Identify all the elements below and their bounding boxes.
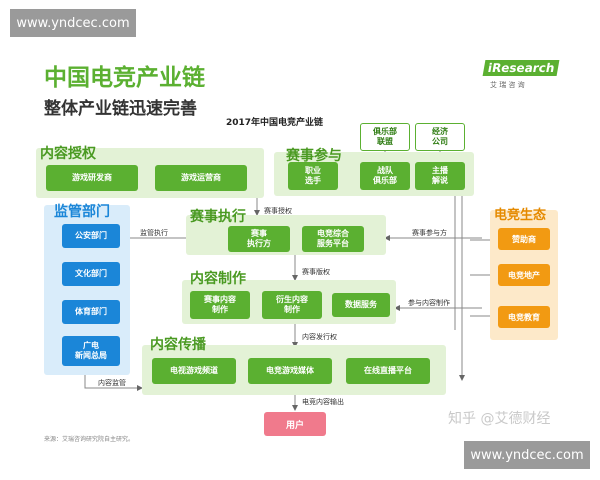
culture-dept-box: 文化部门 (62, 262, 120, 286)
sponsor-box: 赞助商 (498, 228, 550, 250)
regulators-title: 监管部门 (54, 204, 110, 220)
watermark-top: www.yndcec.com (10, 9, 136, 37)
label-supervise-execution: 监管执行 (140, 229, 168, 237)
sarft-box: 广电 新闻总局 (62, 336, 120, 366)
streamer-caster-box: 主播 解说 (415, 162, 465, 190)
source-note: 来源：艾瑞咨询研究院自主研究。 (44, 436, 135, 443)
label-content-supervision: 内容监管 (98, 379, 126, 387)
iresearch-logo: iResearch 艾 瑞 咨 询 (480, 58, 560, 94)
esports-education-box: 电竞教育 (498, 306, 550, 328)
credit-text: 知乎 @艾德财经 (448, 411, 551, 427)
public-security-box: 公安部门 (62, 224, 120, 248)
ecosystem-title: 电竞生态 (494, 208, 547, 223)
production-title: 内容制作 (190, 271, 246, 287)
esports-service-platform-box: 电竞综合 服务平台 (302, 226, 364, 252)
club-alliance-box: 俱乐部 联盟 (360, 123, 410, 151)
distribution-title: 内容传播 (150, 337, 206, 353)
derivative-content-box: 衍生内容 制作 (262, 291, 322, 319)
sports-dept-box: 体育部门 (62, 300, 120, 324)
watermark-bottom: www.yndcec.com (464, 441, 590, 469)
esports-real-estate-box: 电竞地产 (498, 264, 550, 286)
event-content-production-box: 赛事内容 制作 (190, 291, 250, 319)
data-service-box: 数据服务 (332, 293, 390, 317)
label-event-rights: 赛事版权 (302, 268, 330, 276)
event-executor-box: 赛事 执行方 (228, 226, 290, 252)
content-license-title: 内容授权 (40, 146, 96, 162)
pro-player-box: 职业 选手 (288, 162, 338, 190)
team-club-box: 战队 俱乐部 (360, 162, 410, 190)
chart-title: 2017年中国电竞产业链 (226, 118, 324, 128)
tv-game-channel-box: 电视游戏频道 (152, 358, 236, 384)
label-participants: 赛事参与方 (412, 229, 447, 237)
label-content-output: 电竞内容输出 (302, 398, 344, 406)
page-subtitle: 整体产业链迅速完善 (44, 99, 197, 119)
participation-title: 赛事参与 (286, 148, 342, 164)
label-participate-production: 参与内容制作 (408, 299, 450, 307)
game-operator-box: 游戏运营商 (155, 165, 247, 191)
game-developer-box: 游戏研发商 (46, 165, 138, 191)
live-streaming-platform-box: 在线直播平台 (346, 358, 430, 384)
agency-box: 经济 公司 (415, 123, 465, 151)
user-box: 用户 (264, 412, 326, 436)
esports-media-box: 电竞游戏媒体 (248, 358, 332, 384)
label-tournament-license: 赛事授权 (264, 207, 292, 215)
label-distribution-rights: 内容发行权 (302, 333, 337, 341)
page-title: 中国电竞产业链 (44, 65, 205, 91)
brand-tagline: 艾 瑞 咨 询 (490, 81, 525, 89)
execution-title: 赛事执行 (190, 209, 246, 225)
